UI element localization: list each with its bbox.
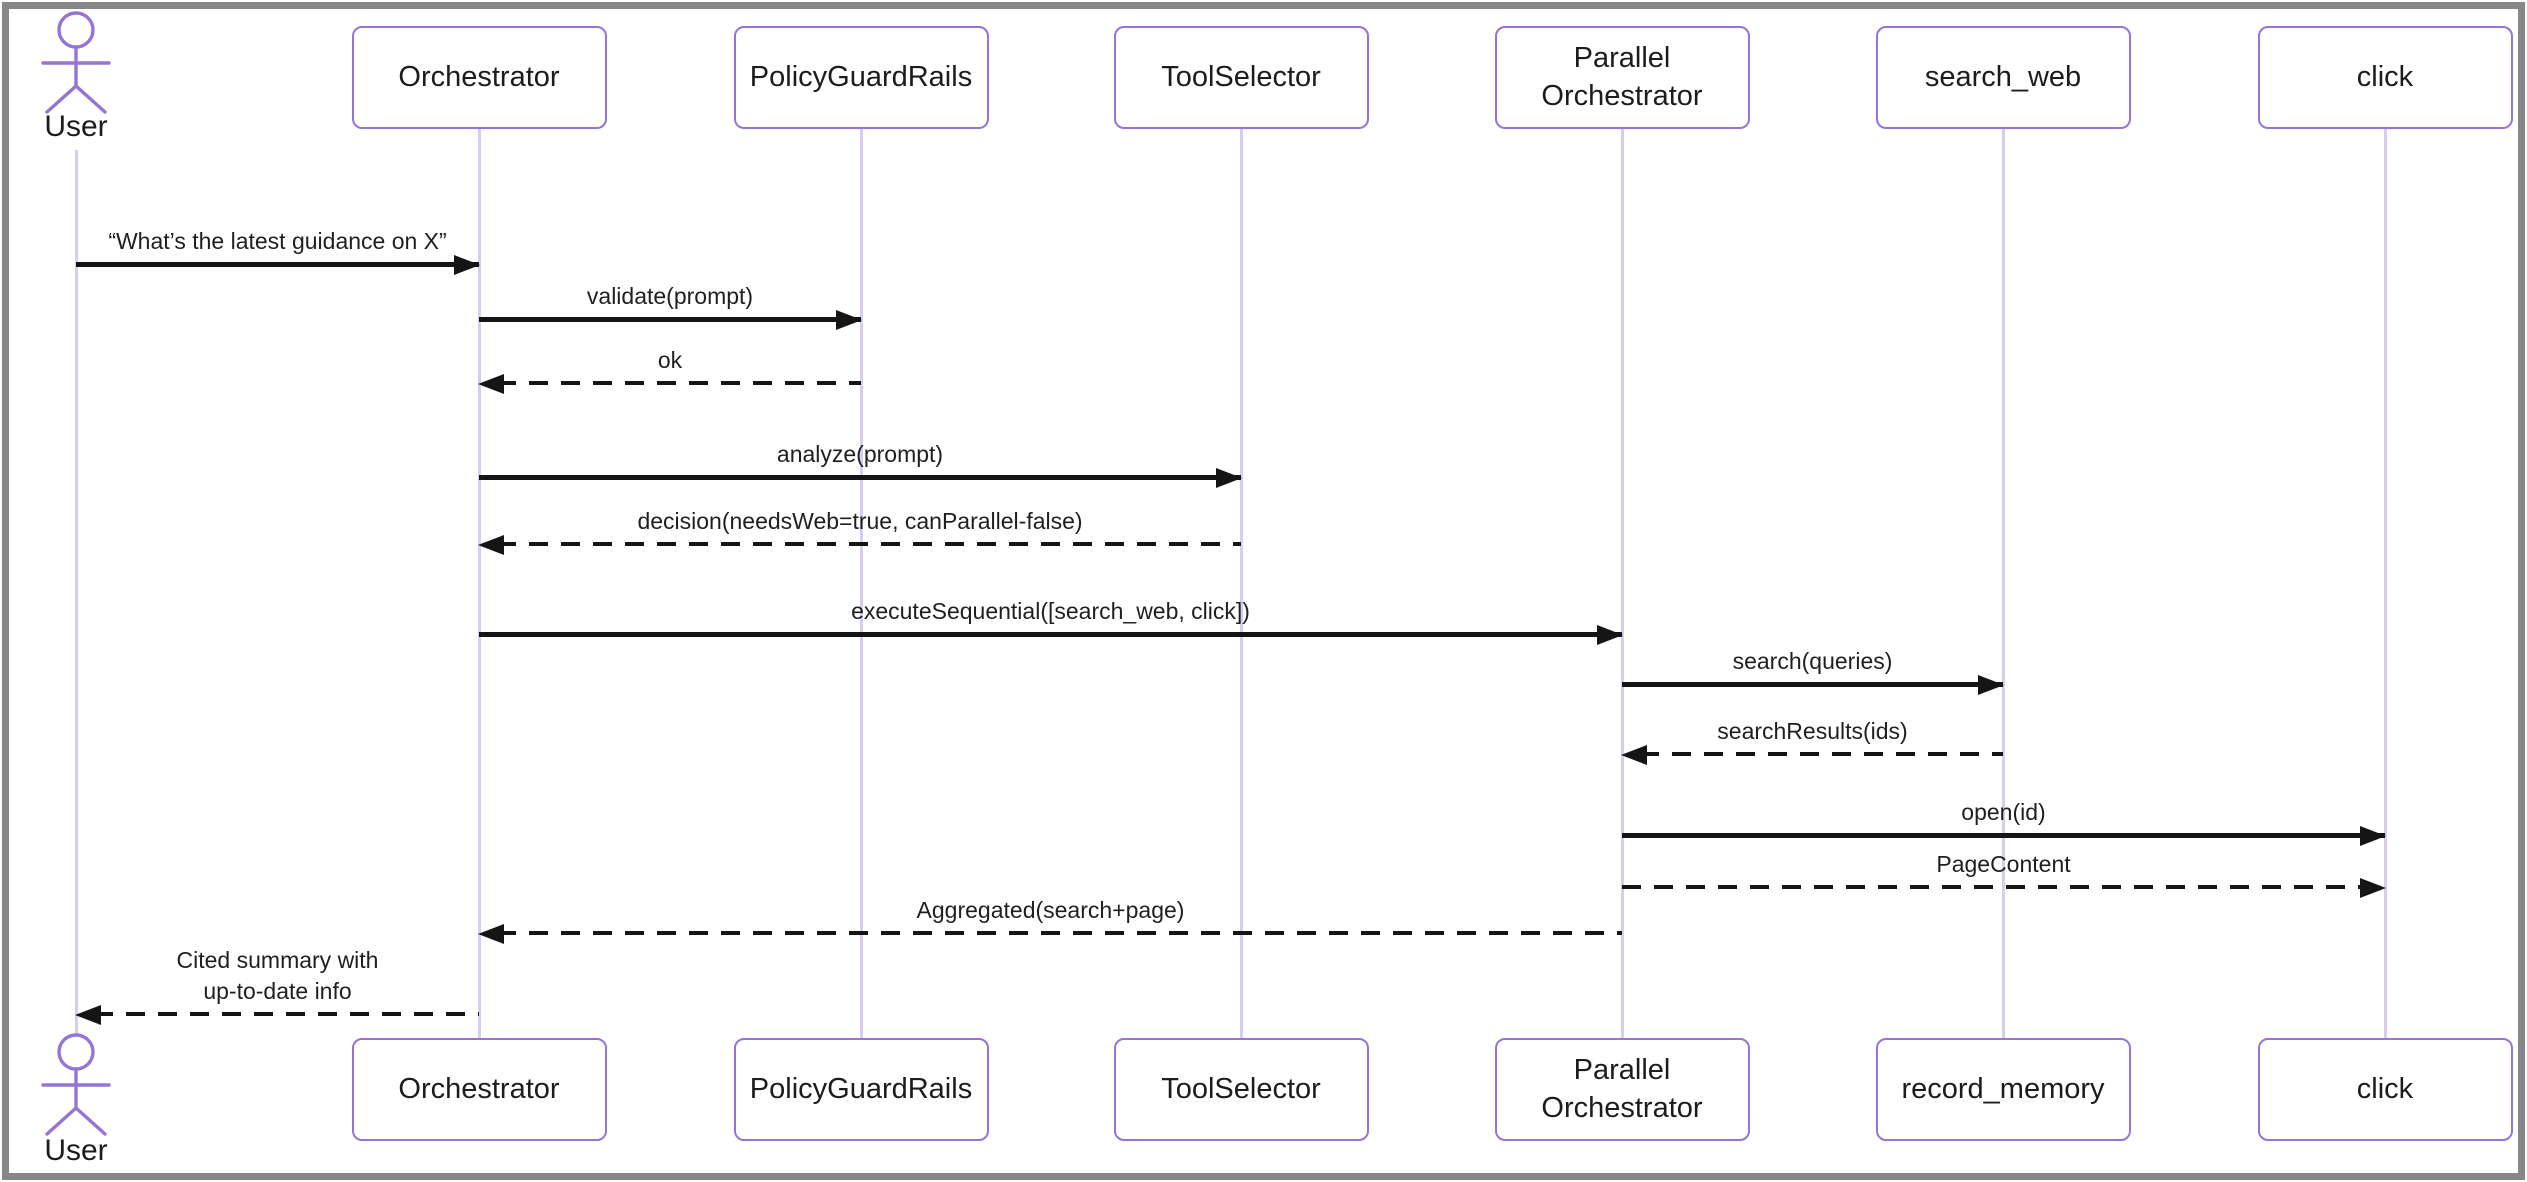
message-0: “What’s the latest guidance on X” [76,228,480,275]
participant-lifeline-user [74,150,78,1036]
participant-box-click-top: click [2257,26,2513,129]
message-label: open(id) [1961,798,2046,825]
actor-label-user-top: User [44,110,108,143]
message-label: executeSequential([search_web, click]) [851,597,1250,624]
message-4: decision(needsWeb=true, canParallel-fals… [478,508,1241,555]
message-5: executeSequential([search_web, click]) [479,598,1623,645]
message-label: Cited summary with up-to-date info [176,946,379,1004]
message-line [1622,682,2003,687]
message-line [479,317,861,322]
message-line [1622,885,2367,889]
participant-box-policyguardrails-top: PolicyGuardRails [733,26,989,129]
participant-box-toolselector-top: ToolSelector [1113,26,1369,129]
participant-box-orchestrator-top: Orchestrator [351,26,607,129]
message-11: Cited summary with up-to-date info [75,947,479,1025]
participant-lifeline-click [2383,129,2387,1039]
arrowhead-icon [2360,878,2386,898]
message-label: ok [657,346,683,373]
participant-label: search_web [1924,60,2082,93]
arrowhead-icon [1597,625,1623,645]
message-6: search(queries) [1622,648,2004,695]
participant-lifeline-orchestrator [477,129,481,1039]
message-label: decision(needsWeb=true, canParallel-fals… [637,507,1083,534]
message-label: “What’s the latest guidance on X” [108,227,447,254]
message-8: open(id) [1622,799,2386,846]
message-label: searchResults(ids) [1717,717,1908,744]
message-label: analyze(prompt) [776,440,944,467]
arrowhead-icon [454,255,480,275]
message-2: ok [478,347,861,394]
actor-label-user-bottom: User [44,1134,108,1167]
participant-lifeline-parallel-orchestrator [1620,129,1624,1039]
participant-label: Parallel Orchestrator [1541,1053,1703,1124]
arrowhead-icon [75,1005,101,1025]
message-7: searchResults(ids) [1621,718,2003,765]
participant-label: ToolSelector [1161,1072,1321,1105]
participant-lifeline-policyguardrails [859,129,863,1039]
participant-label: record_memory [1901,1072,2105,1105]
participant-label: Orchestrator [398,1072,560,1105]
message-9: PageContent [1622,851,2386,898]
arrowhead-icon [2360,826,2386,846]
participant-box-parallel-orchestrator-bottom: Parallel Orchestrator [1494,1038,1750,1141]
participant-label: PolicyGuardRails [749,60,973,93]
message-label: validate(prompt) [586,282,754,309]
participant-label: ToolSelector [1161,60,1321,93]
participant-label: Parallel Orchestrator [1541,41,1703,112]
arrowhead-icon [478,535,504,555]
message-line [94,1012,479,1016]
message-line [497,542,1241,546]
user-actor-icon [31,1032,121,1136]
message-line [76,262,479,267]
message-line [1622,833,2385,838]
participant-box-toolselector-bottom: ToolSelector [1113,1038,1369,1141]
participant-box-search-web-top: search_web [1875,26,2131,129]
message-label: PageContent [1936,850,2071,877]
message-line [479,475,1241,480]
message-line [1640,752,2003,756]
message-line [497,931,1622,935]
message-10: Aggregated(search+page) [478,897,1622,944]
message-line [479,632,1622,637]
message-label: search(queries) [1732,647,1893,674]
participant-lifeline-search-web [2001,129,2005,1039]
participant-box-orchestrator-bottom: Orchestrator [351,1038,607,1141]
participant-box-policyguardrails-bottom: PolicyGuardRails [733,1038,989,1141]
arrowhead-icon [1621,745,1647,765]
arrowhead-icon [478,924,504,944]
participant-label: PolicyGuardRails [749,1072,973,1105]
participant-label: click [2356,1072,2414,1105]
arrowhead-icon [1978,675,2004,695]
participant-box-search-web-bottom: record_memory [1875,1038,2131,1141]
participant-lifeline-toolselector [1239,129,1243,1039]
participant-label: click [2356,60,2414,93]
participant-box-click-bottom: click [2257,1038,2513,1141]
user-actor-icon [31,10,121,114]
arrowhead-icon [1216,468,1242,488]
message-line [497,381,861,385]
participant-label: Orchestrator [398,60,560,93]
message-1: validate(prompt) [479,283,862,330]
message-3: analyze(prompt) [479,441,1242,488]
arrowhead-icon [478,374,504,394]
message-label: Aggregated(search+page) [916,896,1185,923]
arrowhead-icon [836,310,862,330]
participant-box-parallel-orchestrator-top: Parallel Orchestrator [1494,26,1750,129]
